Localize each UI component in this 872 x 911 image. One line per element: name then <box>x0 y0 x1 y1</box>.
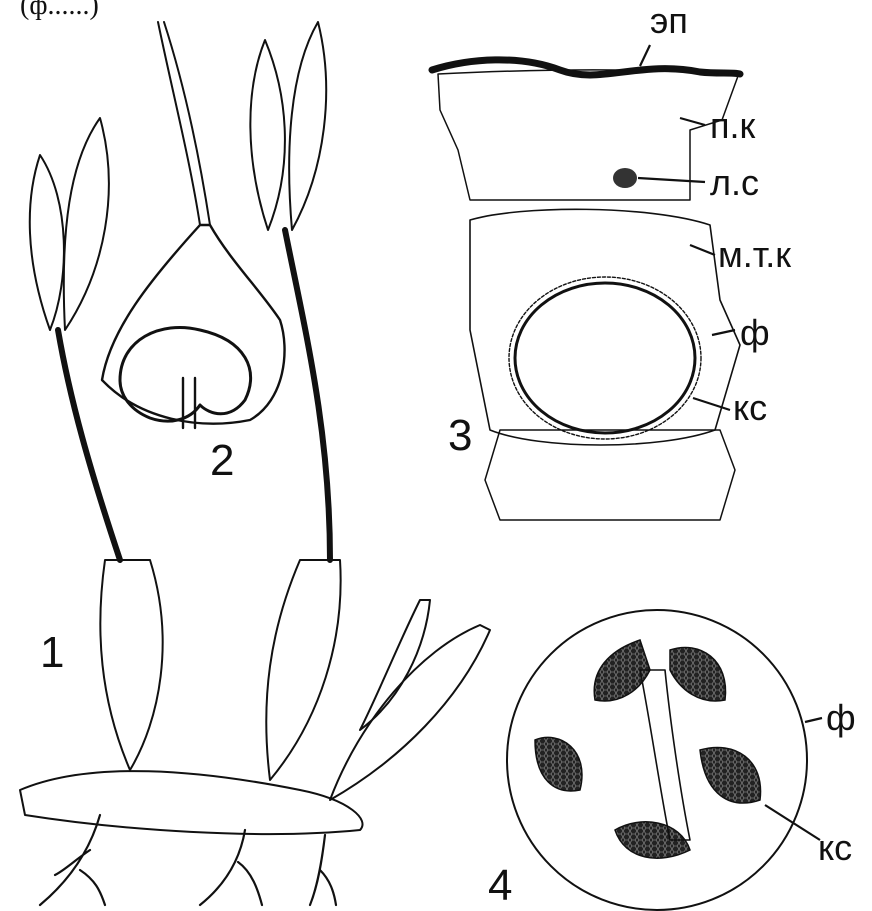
panel-number-4: 4 <box>488 861 512 910</box>
leader-pk <box>680 118 705 125</box>
panel-4-stele-section-drawing <box>507 610 807 910</box>
mechanical-tissue-ring <box>470 209 740 445</box>
panel-3-stem-section-drawing <box>432 60 740 520</box>
middle-leafy-shoot <box>266 560 340 780</box>
label-xylem-3: кс <box>733 387 767 428</box>
label-xylem-4: кс <box>818 827 852 868</box>
label-phloem-4: ф <box>826 697 856 738</box>
root-left <box>40 815 105 905</box>
leader-ep <box>640 45 650 66</box>
leader-mtk <box>690 245 715 255</box>
left-strobilus-a <box>30 155 64 330</box>
root-right <box>310 835 336 905</box>
panel-2-sporophyll-drawing <box>102 22 285 428</box>
xylem-bands <box>535 640 761 858</box>
left-strobilus-b <box>64 118 109 330</box>
label-mechanical-tissue: м.т.к <box>718 234 791 275</box>
leader-f3 <box>712 330 735 335</box>
cropped-caption: (ф......) <box>20 0 99 21</box>
leader-f4 <box>805 718 822 722</box>
right-strobilus-a <box>250 40 285 230</box>
panel-number-1: 1 <box>40 628 64 677</box>
sporophyll-tip <box>158 22 210 225</box>
leader-ks4 <box>765 805 820 840</box>
stele <box>515 283 695 433</box>
rhizome <box>20 771 363 834</box>
panel-1-plant-drawing <box>20 22 490 905</box>
leader-ls <box>638 178 705 182</box>
left-leafy-shoot <box>100 560 162 770</box>
endodermis-ring <box>509 277 701 439</box>
panel-number-3: 3 <box>448 411 472 460</box>
left-stalk <box>58 330 120 560</box>
label-primary-cortex: п.к <box>710 105 755 146</box>
panel-number-2: 2 <box>210 436 234 485</box>
label-leaf-trace: л.с <box>710 162 759 203</box>
right-strobilus-b <box>289 22 326 230</box>
sporophyll-blade <box>102 225 285 424</box>
label-epidermis: эп <box>650 0 688 41</box>
right-stalk <box>285 230 330 560</box>
label-phloem-3: ф <box>740 312 770 353</box>
root-middle <box>200 830 262 905</box>
lower-parenchyma <box>485 430 735 520</box>
central-xylem-plate <box>640 670 690 840</box>
leaf-trace <box>613 168 637 188</box>
right-leafy-shoot <box>330 625 490 800</box>
